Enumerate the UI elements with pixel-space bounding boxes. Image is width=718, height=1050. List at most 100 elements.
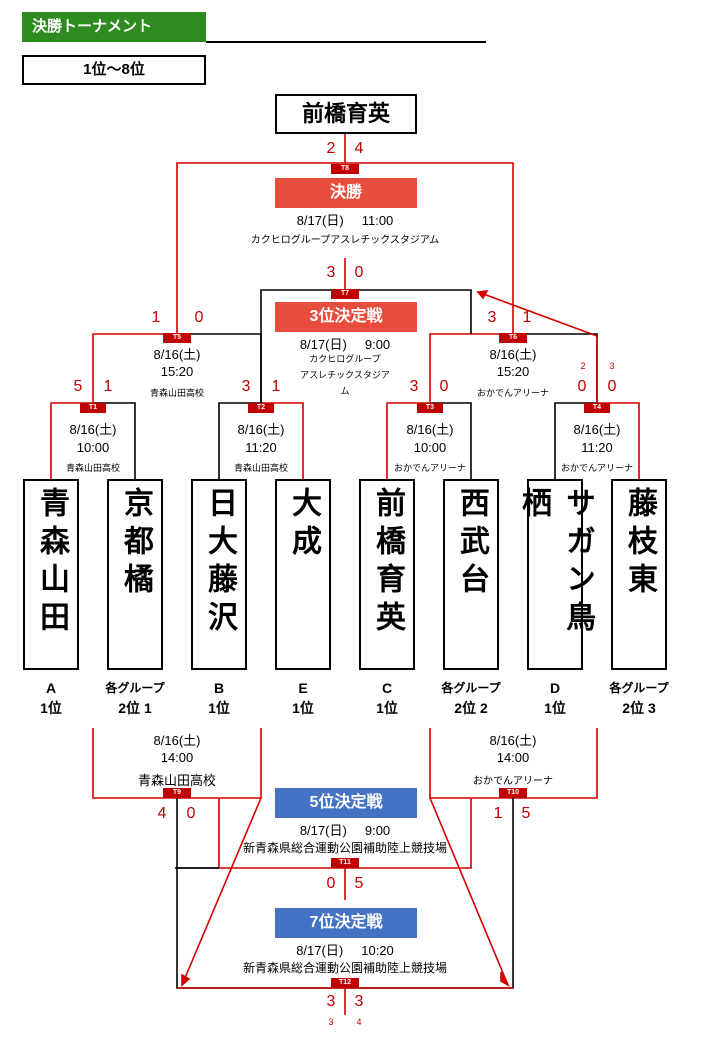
t3-score-left: 3	[409, 378, 419, 395]
match-tag-t5: T5	[163, 333, 191, 343]
group-line1: D	[549, 680, 561, 696]
group-line1: 各グループ	[441, 681, 501, 695]
third-date: 8/17(日)	[299, 337, 347, 352]
team-name: 大成	[287, 487, 320, 563]
group-line1: A	[45, 680, 57, 696]
team-box-8: 藤枝東	[611, 479, 667, 670]
seventh-time: 10:20	[361, 943, 394, 958]
match-tag-t2: T2	[248, 403, 274, 413]
team-box-2: 京都橘	[107, 479, 163, 670]
t4-score-left: 0	[577, 378, 587, 395]
team-name: 青森山田	[35, 487, 68, 639]
team-group-label-1: A 1位	[11, 678, 91, 718]
t5-time: 15:20	[160, 364, 194, 379]
t9-date: 8/16(土)	[153, 733, 201, 748]
t1-score-left: 5	[73, 378, 83, 395]
team-name: 前橋育英	[371, 487, 404, 639]
match-tag-t4: T4	[584, 403, 610, 413]
fifth-score-right: 5	[354, 875, 364, 892]
third-place-banner: 3位決定戦	[275, 302, 417, 332]
team-box-7: サガン鳥栖	[517, 479, 594, 670]
seventh-score-right: 3	[354, 993, 364, 1010]
seventh-score-left: 3	[326, 993, 336, 1010]
group-line2: 2位 2	[454, 700, 488, 716]
group-line2: 1位	[544, 700, 566, 716]
t3-date: 8/16(土)	[406, 422, 454, 437]
t2-date: 8/16(土)	[237, 422, 285, 437]
seventh-place-banner: 7位決定戦	[275, 908, 417, 938]
team-box-6: 西武台	[443, 479, 499, 670]
group-line1: 各グループ	[609, 681, 669, 695]
t2-score-left: 3	[241, 378, 251, 395]
third-venue-line3: ム	[340, 386, 350, 396]
t5-score-right: 0	[194, 309, 204, 326]
fifth-time: 9:00	[364, 823, 391, 838]
team-box-1: 青森山田	[23, 479, 79, 670]
team-name: 藤枝東	[623, 487, 656, 601]
t4-venue: おかでんアリーナ	[560, 463, 633, 473]
t1-time: 10:00	[76, 440, 110, 455]
t3-score-right: 0	[439, 378, 449, 395]
t5-score-left: 1	[151, 309, 161, 326]
match-tag-t9: T9	[163, 788, 191, 798]
match-tag-t1: T1	[80, 403, 106, 413]
match-tag-t8: T8	[331, 164, 359, 174]
fifth-score-left: 0	[326, 875, 336, 892]
group-line2: 2位 3	[622, 700, 656, 716]
group-line2: 1位	[40, 700, 62, 716]
team-box-4: 大成	[275, 479, 331, 670]
match-tag-t6: T6	[499, 333, 527, 343]
t6-date: 8/16(土)	[489, 347, 537, 362]
team-box-5: 前橋育英	[359, 479, 415, 670]
t2-score-right: 1	[271, 378, 281, 395]
t9-score-left: 4	[157, 805, 167, 822]
fifth-place-banner: 5位決定戦	[275, 788, 417, 818]
champion-box: 前橋育英	[275, 94, 417, 134]
t1-score-right: 1	[103, 378, 113, 395]
final-time: 11:00	[361, 213, 394, 228]
fifth-date: 8/17(日)	[299, 823, 347, 838]
team-group-label-6: 各グループ 2位 2	[431, 678, 511, 718]
match-tag-t10: T10	[499, 788, 527, 798]
t2-venue: 青森山田高校	[233, 463, 288, 473]
third-venue-line2: アスレチックスタジア	[300, 370, 390, 380]
seventh-datetime: 8/17(日) 10:20	[245, 940, 445, 959]
group-line1: B	[213, 680, 225, 696]
t10-date: 8/16(土)	[489, 733, 537, 748]
match-tag-t3: T3	[417, 403, 443, 413]
t10-time: 14:00	[496, 750, 530, 765]
third-score-left: 3	[326, 264, 336, 281]
t10-score-left: 1	[493, 805, 503, 822]
t5-date: 8/16(土)	[153, 347, 201, 362]
t1-date: 8/16(土)	[69, 422, 117, 437]
final-score-left: 2	[326, 140, 336, 157]
t6-score-left: 3	[487, 309, 497, 326]
third-score-right: 0	[354, 264, 364, 281]
t9-venue: 青森山田高校	[137, 773, 216, 788]
third-datetime: 8/17(日) 9:00	[245, 334, 445, 353]
bracket-range-label: 1位〜8位	[22, 55, 206, 85]
t10-score-right: 5	[521, 805, 531, 822]
header-underline	[206, 41, 486, 43]
team-name: サガン鳥栖	[517, 487, 594, 639]
t6-score-right: 1	[522, 309, 532, 326]
match-tag-t11: T11	[331, 858, 359, 868]
third-time: 9:00	[364, 337, 391, 352]
team-name: 西武台	[455, 487, 488, 601]
final-datetime: 8/17(日) 11:00	[245, 210, 445, 229]
final-score-right: 4	[354, 140, 364, 157]
t9-time: 14:00	[160, 750, 194, 765]
group-line2: 1位	[292, 700, 314, 716]
team-group-label-8: 各グループ 2位 3	[599, 678, 679, 718]
t4-date: 8/16(土)	[573, 422, 621, 437]
page-title: 決勝トーナメント	[22, 12, 206, 42]
fifth-datetime: 8/17(日) 9:00	[245, 820, 445, 839]
team-group-label-7: D 1位	[515, 678, 595, 718]
t10-venue: おかでんアリーナ	[473, 776, 553, 787]
t4-score-right: 0	[607, 378, 617, 395]
